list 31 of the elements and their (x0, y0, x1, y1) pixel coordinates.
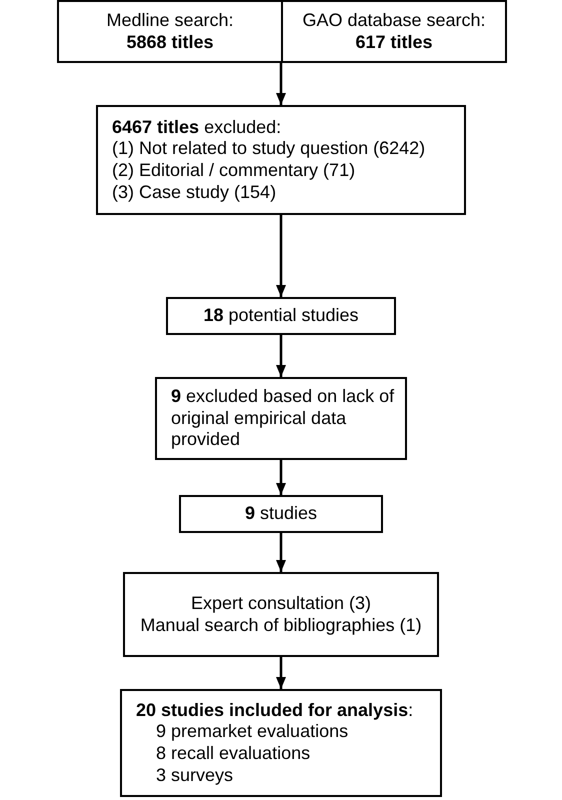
box-text: Medline search: (106, 10, 234, 32)
search-source-box (281, 0, 507, 63)
box-text: 617 titles (355, 32, 433, 54)
box-text: Expert consultation (3) (190, 592, 372, 614)
box-text: (2) Editorial / commentary (71) (112, 160, 356, 182)
box-text: 5868 titles (126, 32, 214, 54)
arrow (276, 460, 286, 495)
box-text: 18 potential studies (203, 305, 359, 327)
box-text: (1) Not related to study question (6242) (112, 138, 426, 160)
box-text: 6467 titles excluded: (112, 116, 282, 138)
box-text: 3 surveys (156, 764, 234, 786)
box-text: 9 excluded based on lack of original empirical data provided (171, 386, 396, 452)
arrow (276, 215, 286, 297)
count-box (179, 495, 383, 533)
box-text: 20 studies included for analysis: (136, 700, 414, 722)
arrow (276, 657, 286, 689)
source-box (123, 572, 439, 657)
arrow (276, 335, 286, 377)
arrow (276, 63, 286, 105)
result-box (120, 689, 442, 797)
search-source-box (57, 0, 283, 63)
count-box (166, 297, 396, 335)
arrow (276, 533, 286, 572)
box-text: GAO database search: (302, 10, 486, 32)
box-text: 9 premarket evaluations (156, 721, 348, 743)
box-text: 8 recall evaluations (156, 743, 310, 765)
box-text: 9 studies (244, 503, 318, 525)
box-text: Manual search of bibliographies (1) (140, 614, 422, 636)
exclusion-box (155, 377, 407, 460)
exclusion-box (96, 105, 466, 215)
box-text: (3) Case study (154) (112, 182, 276, 204)
